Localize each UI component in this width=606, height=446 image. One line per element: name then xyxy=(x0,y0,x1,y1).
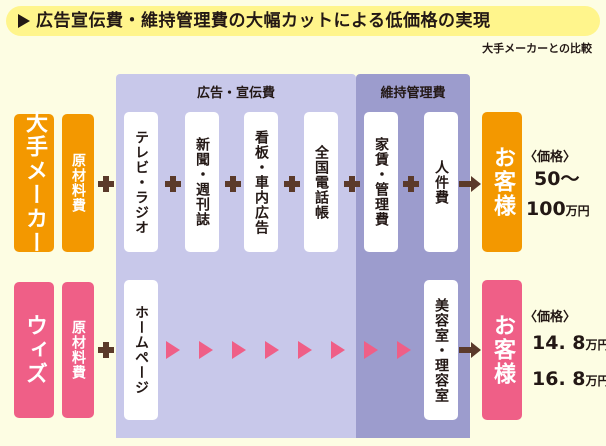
pink-arrow-icon xyxy=(331,341,345,359)
wiz-customer-box: お客様 xyxy=(482,280,522,420)
major-material-box: 原材料費 xyxy=(62,114,94,252)
pink-arrow-icon xyxy=(397,341,411,359)
wiz-customer-label: お客様 xyxy=(490,314,515,386)
major-maker-label: 大手メーカー xyxy=(22,111,47,255)
title-bar: 広告宣伝費・維持管理費の大幅カットによる低価格の実現 xyxy=(6,6,600,36)
plus-icon xyxy=(344,176,360,192)
cost-box-rent: 家賃・管理費 xyxy=(364,112,398,252)
major-customer-label: お客様 xyxy=(490,146,515,218)
cost-label-billboard: 看板・車内広告 xyxy=(253,129,269,235)
ad-cost-band-label: 広告・宣伝費 xyxy=(196,86,275,101)
cost-box-phonebook: 全国電話帳 xyxy=(304,112,338,252)
major-maker-box: 大手メーカー xyxy=(14,111,54,255)
cost-box-newspaper: 新聞・週刊誌 xyxy=(185,112,219,252)
major-price-line-1: 50～ xyxy=(534,168,580,190)
arrow-right-icon xyxy=(459,342,481,358)
cost-label-phonebook: 全国電話帳 xyxy=(313,144,329,220)
pink-arrow-icon xyxy=(265,341,279,359)
wiz-material-label: 原材料費 xyxy=(70,320,86,380)
major-price-label: 〈価格〉 xyxy=(524,150,577,165)
plus-icon xyxy=(403,176,419,192)
cost-box-salon: 美容室・理容室 xyxy=(424,280,458,420)
major-price-line-2: 100万円 xyxy=(526,198,590,220)
arrow-right-icon xyxy=(459,176,481,192)
wiz-price-line-1: 14. 8万円 xyxy=(532,332,606,354)
wiz-material-box: 原材料費 xyxy=(62,282,94,418)
pink-arrow-icon xyxy=(166,341,180,359)
wiz-price-line-2: 16. 8万円 xyxy=(532,368,606,390)
cost-box-homepage: ホームページ xyxy=(124,280,158,420)
maintenance-cost-band-label: 維持管理費 xyxy=(380,86,446,101)
cost-label-personnel: 人件費 xyxy=(433,159,449,205)
pink-arrow-icon xyxy=(232,341,246,359)
pink-arrow-icon xyxy=(298,341,312,359)
cost-box-billboard: 看板・車内広告 xyxy=(244,112,278,252)
cost-label-rent: 家賃・管理費 xyxy=(373,137,389,227)
cost-box-tv-radio: テレビ・ラジオ xyxy=(124,112,158,252)
plus-icon xyxy=(165,176,181,192)
major-material-label: 原材料費 xyxy=(70,153,86,213)
major-customer-box: お客様 xyxy=(482,112,522,252)
wiz-box: ウィズ xyxy=(14,282,54,418)
plus-icon xyxy=(98,176,114,192)
cost-label-tv-radio: テレビ・ラジオ xyxy=(133,129,149,235)
plus-icon xyxy=(225,176,241,192)
page-title: 広告宣伝費・維持管理費の大幅カットによる低価格の実現 xyxy=(36,11,491,31)
plus-icon xyxy=(284,176,300,192)
wiz-price-label: 〈価格〉 xyxy=(524,310,577,325)
subtitle: 大手メーカーとの比較 xyxy=(482,42,592,55)
pink-arrow-icon xyxy=(199,341,213,359)
wiz-label: ウィズ xyxy=(22,314,47,386)
plus-icon xyxy=(98,342,114,358)
play-triangle-icon xyxy=(18,14,30,28)
cost-label-newspaper: 新聞・週刊誌 xyxy=(194,137,210,227)
pink-arrow-icon xyxy=(364,341,378,359)
cost-label-homepage: ホームページ xyxy=(133,305,149,395)
cost-box-personnel: 人件費 xyxy=(424,112,458,252)
cost-label-salon: 美容室・理容室 xyxy=(433,297,449,403)
